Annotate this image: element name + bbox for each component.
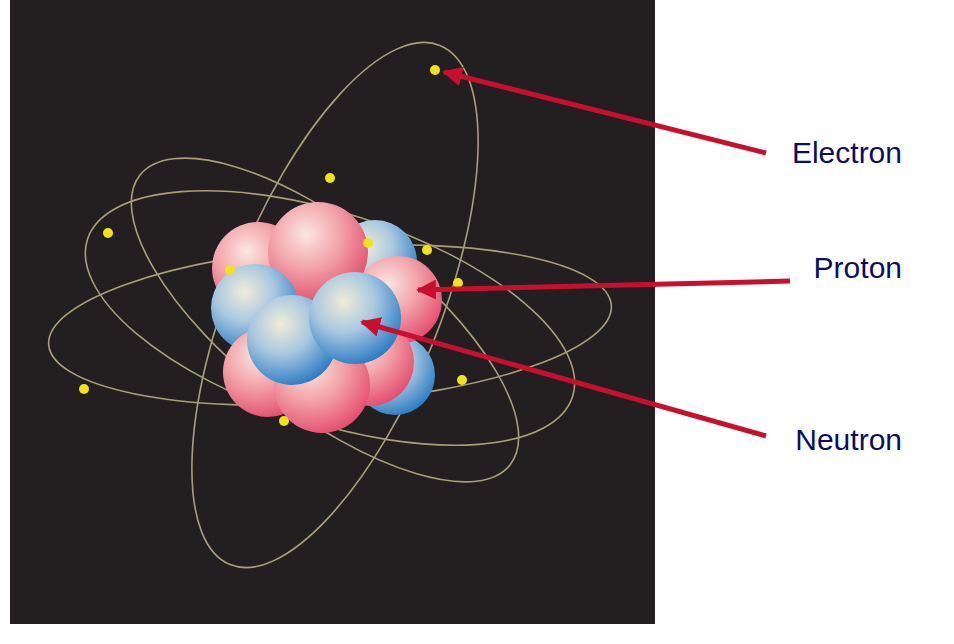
part-label: Proton: [814, 251, 902, 285]
part-label: Electron: [792, 136, 902, 170]
background-panel: [10, 0, 655, 624]
part-label: Neutron: [795, 423, 902, 457]
electrons: [79, 65, 467, 426]
nucleus: [211, 202, 442, 433]
leader-arrows: [362, 72, 790, 436]
